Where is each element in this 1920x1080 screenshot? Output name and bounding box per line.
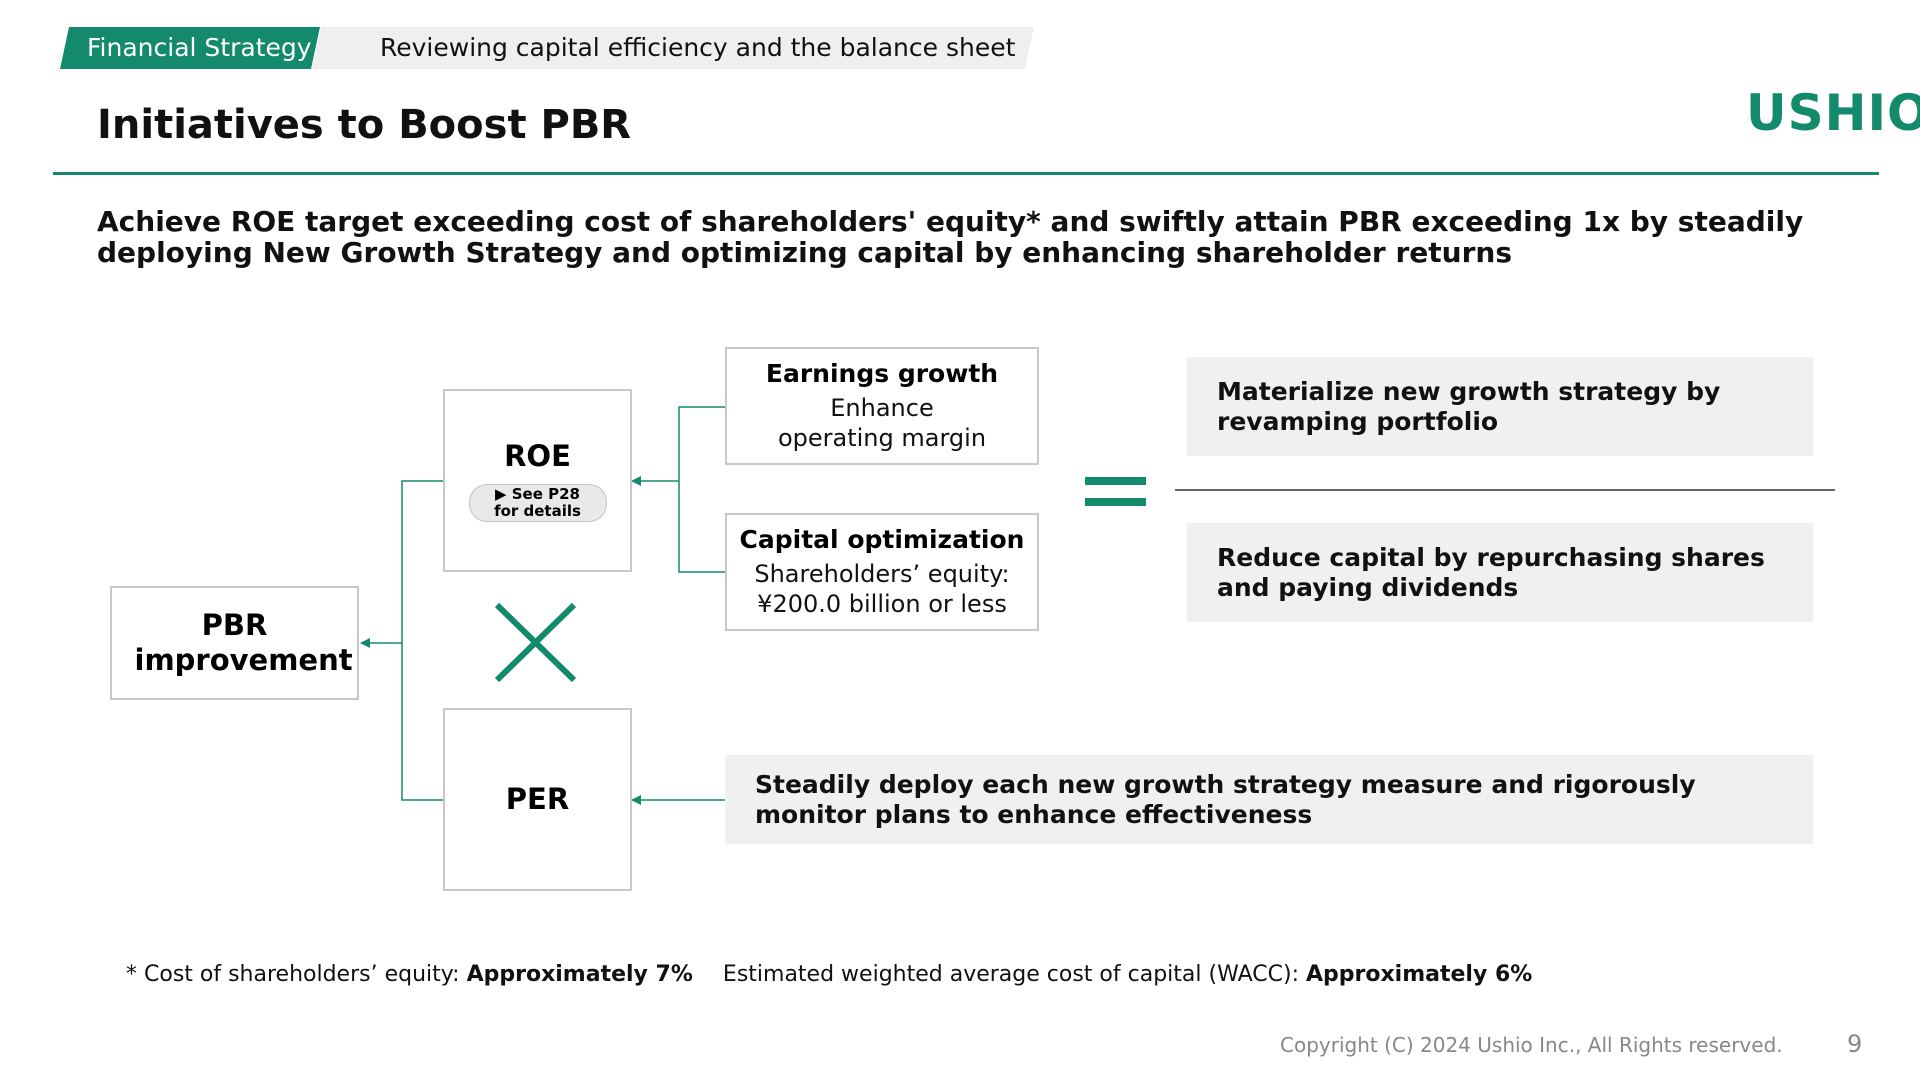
strategy-deploy-box: Steadily deploy each new growth strategy…: [725, 755, 1813, 844]
bracket-earnings-capital: [678, 406, 725, 573]
earnings-title: Earnings growth: [765, 359, 999, 388]
capital-optimization-box: Capital optimization Shareholders’ equit…: [725, 513, 1039, 631]
for-details-text: for details: [494, 502, 581, 520]
capital-title: Capital optimization: [739, 525, 1025, 554]
copyright: Copyright (C) 2024 Ushio Inc., All Right…: [1280, 1033, 1783, 1057]
roe-box: ROE ▶ See P28 for details: [443, 389, 632, 572]
per-box: PER: [443, 708, 632, 891]
page-title: Initiatives to Boost PBR: [97, 102, 632, 148]
see-details-link[interactable]: ▶ See P28 for details: [468, 484, 607, 522]
ushio-logo: USHIO: [1746, 84, 1920, 142]
capital-line2: ¥200.0 billion or less: [757, 590, 1007, 618]
title-divider: [53, 172, 1879, 175]
lead-statement: Achieve ROE target exceeding cost of sha…: [97, 205, 1804, 269]
equals-sign-bottom: [1085, 498, 1146, 506]
page-number: 9: [1847, 1030, 1863, 1058]
pbr-label: PBR improvement: [134, 608, 353, 677]
footnote-label-wacc: Estimated weighted average cost of capit…: [722, 962, 1306, 987]
earnings-line2: operating margin: [777, 424, 987, 452]
bracket-roe-per: [401, 480, 443, 801]
multiply-sign-b: [494, 602, 577, 683]
section-tag: Financial Strategy: [60, 27, 320, 69]
footnote-label-equity: * Cost of shareholders’ equity:: [126, 962, 467, 987]
roe-label: ROE: [504, 439, 571, 473]
strategy-portfolio-text: Materialize new growth strategy by revam…: [1217, 376, 1721, 436]
footnote: * Cost of shareholders’ equity: Approxim…: [126, 962, 1532, 987]
section-subtitle: Reviewing capital efficiency and the bal…: [312, 27, 1034, 69]
equals-sign-top: [1085, 477, 1146, 485]
strategy-capital-box: Reduce capital by repurchasing shares an…: [1187, 523, 1813, 622]
strategy-deploy-text: Steadily deploy each new growth strategy…: [755, 769, 1696, 829]
see-page-text: ▶ See P28: [495, 485, 580, 503]
strategy-portfolio-box: Materialize new growth strategy by revam…: [1187, 357, 1813, 456]
footnote-value-equity: Approximately 7%: [466, 962, 693, 987]
footnote-value-wacc: Approximately 6%: [1306, 962, 1533, 987]
earnings-line1: Enhance: [830, 394, 934, 422]
pbr-box: PBR improvement: [110, 586, 359, 700]
capital-line1: Shareholders’ equity:: [754, 560, 1010, 588]
earnings-growth-box: Earnings growth Enhance operating margin: [725, 347, 1039, 465]
strategy-capital-text: Reduce capital by repurchasing shares an…: [1217, 542, 1765, 602]
per-label: PER: [505, 782, 570, 816]
